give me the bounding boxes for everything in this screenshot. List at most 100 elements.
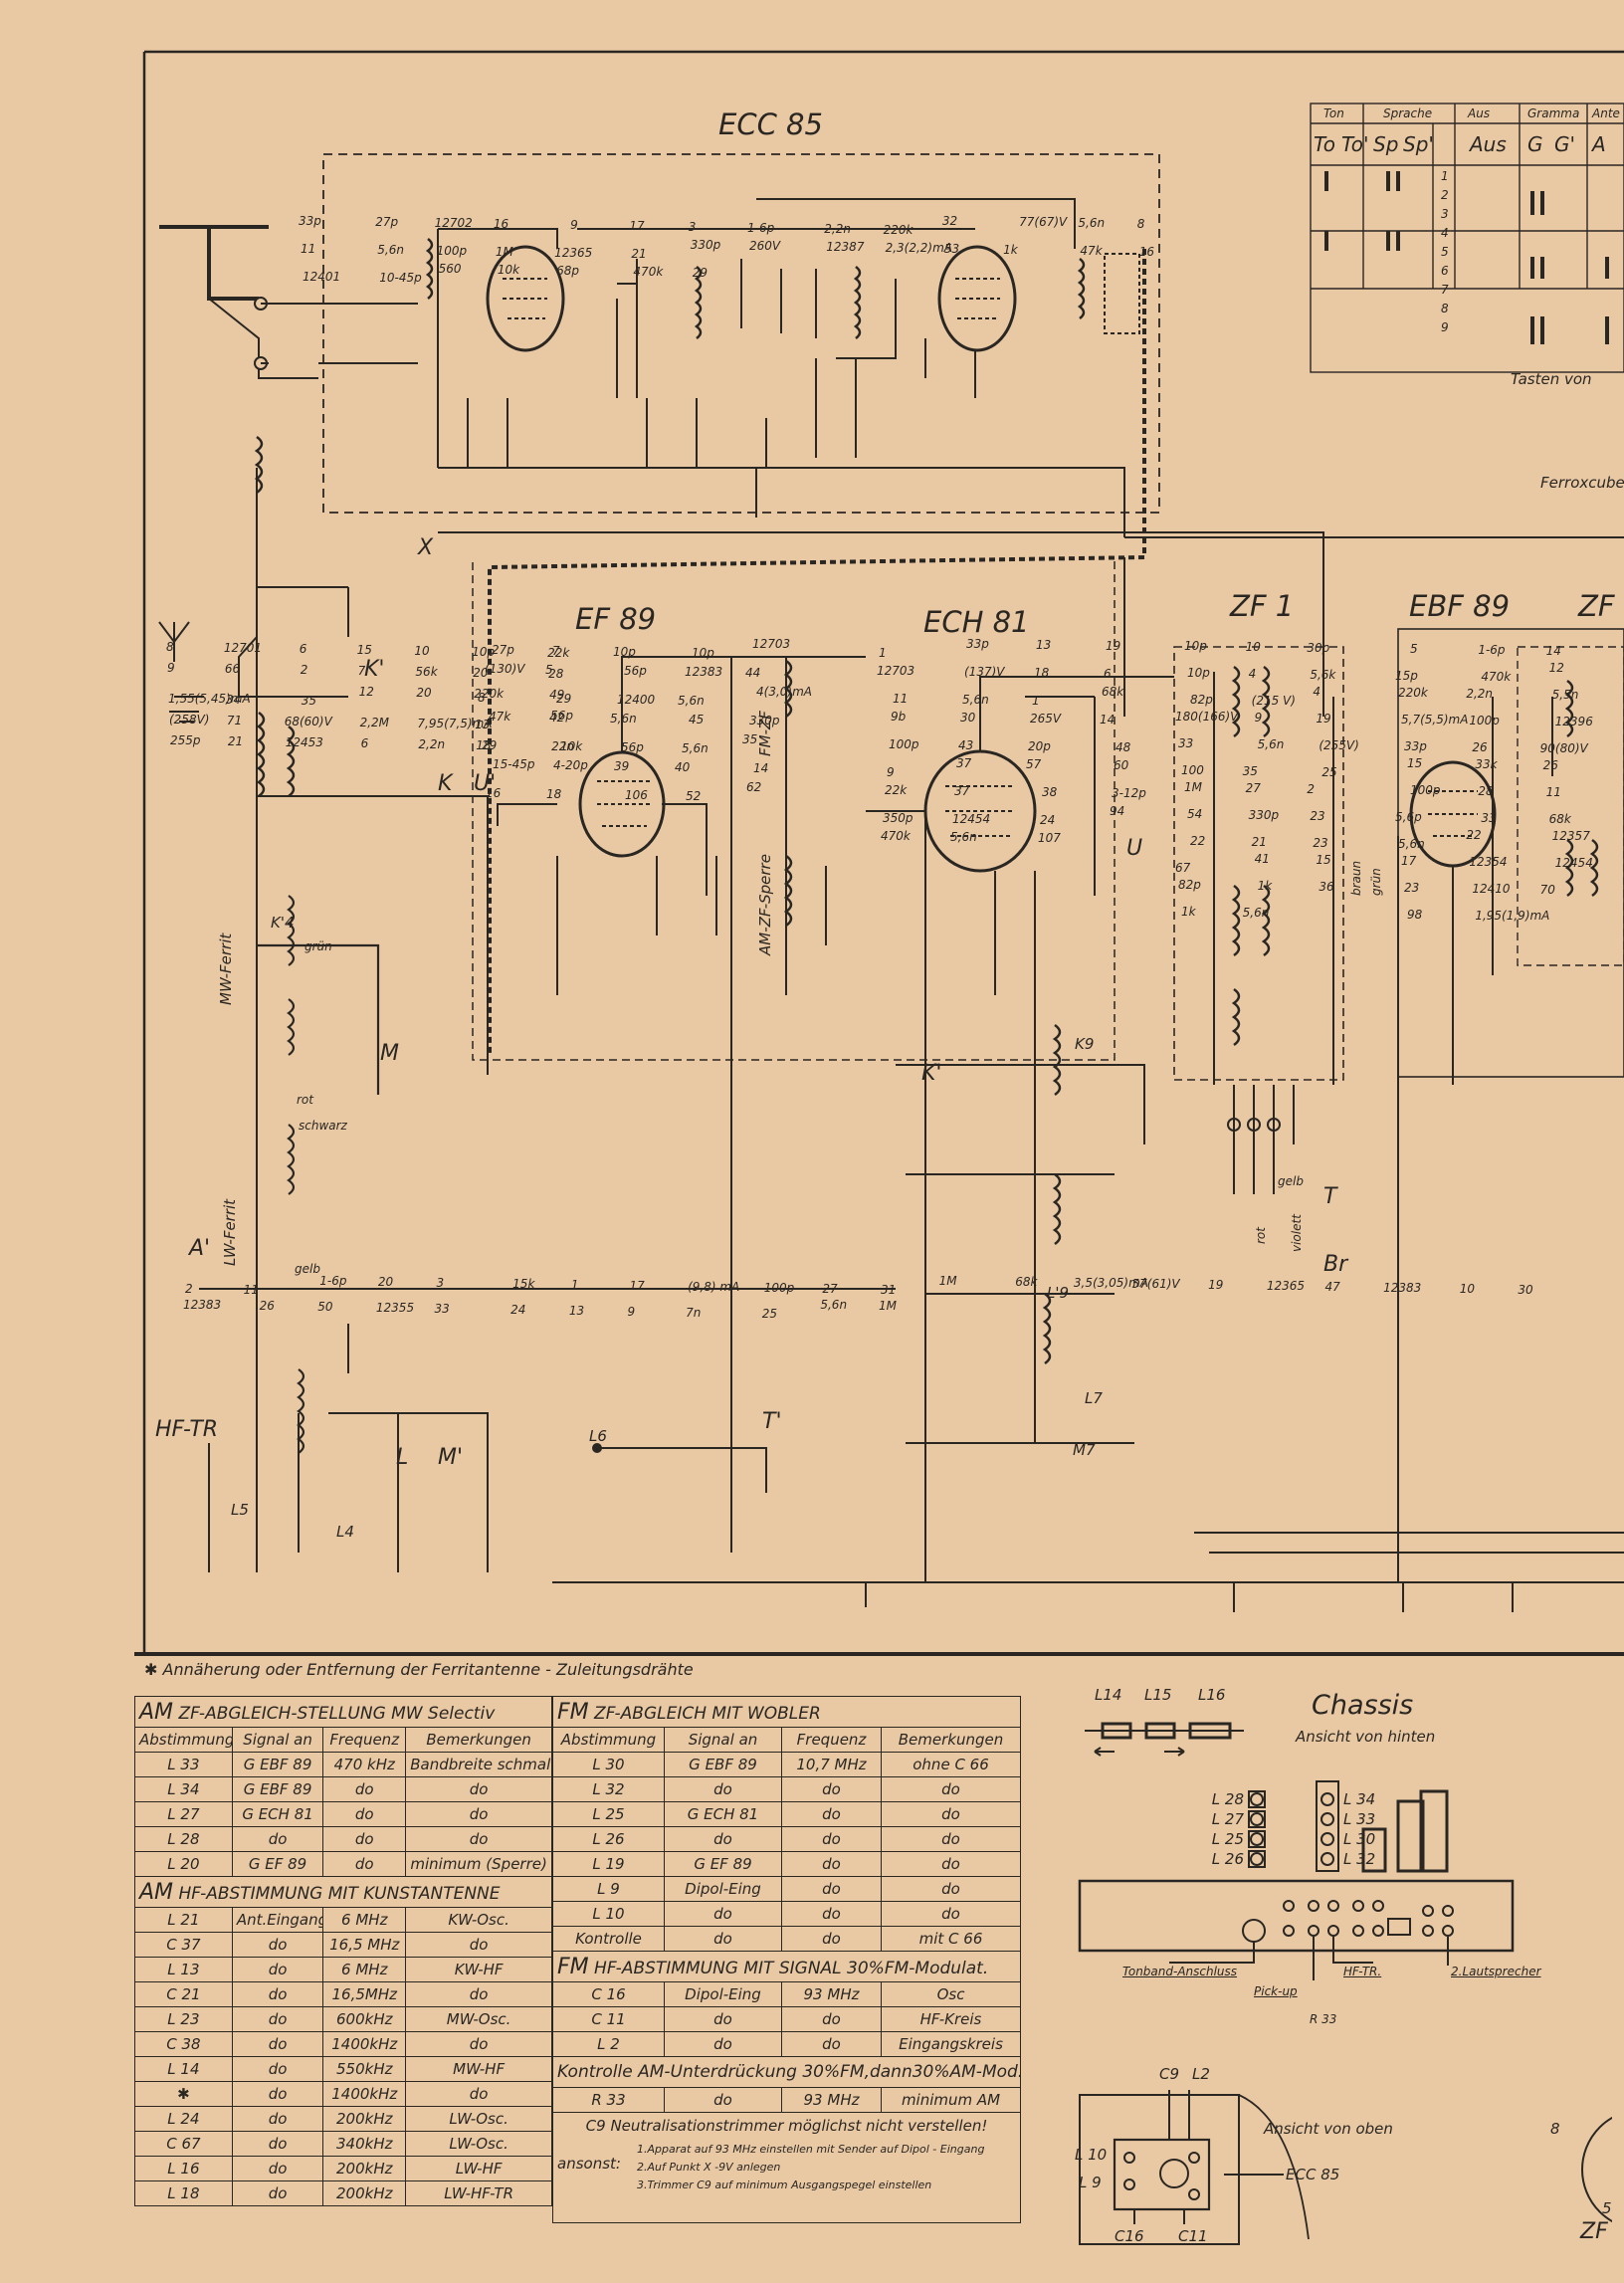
col-abstimmung: Abstimmung [134,1727,233,1753]
component-value: 20 [473,666,489,680]
component-value: 71 [226,714,243,727]
dipole-antenna [159,225,269,301]
component-value: 56k [415,665,438,679]
switch-table-caption: Tasten von [1511,370,1592,388]
kontrolle-cell: 93 MHz [781,2087,882,2113]
fm-zf-cell: do [781,1926,882,1952]
am-hf-cell: do [231,2131,324,2157]
component-value: 3 [436,1276,445,1290]
component-value: 12354 [1469,855,1508,869]
component-value: 1 [1032,694,1040,708]
am-hf-cell: KW-Osc. [405,1907,552,1933]
coil-l32: L 32 [1343,1850,1376,1868]
component-value: 5,6n [1242,906,1270,920]
component-value: 57 [1026,757,1042,771]
ecc85-shield-box [322,153,1160,514]
am-hf-cell: L 14 [134,2056,233,2082]
tube-label-ecc85: ECC 85 [718,107,823,141]
label-l6: L6 [589,1427,607,1445]
component-value: 13 [568,1304,585,1318]
component-value: 350p [883,811,914,825]
component-value: 12355 [375,1301,415,1315]
component-value: 12701 [223,641,263,655]
component-value: 100p [436,244,468,258]
component-value: 33p [299,214,321,228]
component-value: 20 [416,686,432,700]
component-value: 1M [495,245,513,259]
label-l9: L'9 [1047,1284,1070,1302]
am-zf-cell: do [405,1801,552,1827]
label-a-prime: A' [189,1236,211,1261]
component-value: 10p [472,645,496,659]
component-value: 36 [1319,880,1334,894]
component-value: 31 [881,1283,897,1297]
fm-hf-cell: Osc [880,1981,1022,2007]
component-value: 35 [742,732,758,746]
component-value: 15 [356,643,372,657]
component-value: 66 [224,662,241,676]
component-value: 15k [512,1277,535,1291]
chassis-coil-l14: L14 [1095,1686,1122,1704]
am-zf-cell: do [405,1826,552,1852]
component-value: 30 [960,711,976,725]
component-value: 90(80)V [1539,741,1588,755]
component-value: 10p [1184,639,1207,653]
component-value: 30 [1518,1283,1533,1297]
am-hf-cell: 200kHz [322,2156,407,2181]
am-zf-cell: L 33 [134,1752,233,1777]
component-value: 100p [763,1281,795,1295]
component-value: 7,95(7,5)mA [417,717,493,730]
component-value: 8 [478,691,486,705]
coil-l33: L 33 [1343,1810,1376,1828]
component-value: 1M [879,1299,897,1313]
switch-row-number: 6 [1441,264,1449,278]
component-value: 43 [958,738,974,752]
component-value: 39 [614,759,630,773]
component-value: 29 [482,738,498,752]
fm-zf-cell: do [781,1801,882,1827]
switch-group-label: Aus [1468,106,1491,120]
component-value: 14 [1545,644,1561,658]
label-gruen: grün [304,939,332,953]
am-hf-cell: do [405,1981,552,2007]
label-violett: violett [1290,1214,1304,1252]
label-u-prime: U' [474,771,497,796]
component-value: 41 [1254,852,1270,866]
top-ecc85: ECC 85 [1286,2166,1340,2183]
component-value: 13 [1036,638,1052,652]
top-l9: L 9 [1079,2174,1102,2191]
component-value: 5,6n [962,693,989,707]
am-hf-cell: 200kHz [322,2180,407,2206]
socket-tonband: Tonband-Anschluss [1122,1965,1238,1978]
am-hf-cell: MW-HF [405,2056,552,2082]
component-value: 5,6n [950,830,977,844]
component-value: 106 [625,788,648,802]
component-value: 100p [889,737,919,751]
component-value: 12454 [1554,856,1593,870]
fm-kontrolle: Kontrolle AM-Unterdrückung 30%FM,dann30%… [551,2056,1022,2088]
label-l7: L7 [1085,1389,1103,1407]
component-value: 9 [887,765,895,779]
component-value: 9 [570,218,578,232]
tube-label-ebf89: EBF 89 [1409,589,1511,623]
component-value: 12365 [1266,1279,1305,1293]
fm-zf-cell: L 25 [552,1801,665,1827]
am-zf-cell: do [322,1801,407,1827]
am-hf-cell: 1400kHz [322,2081,407,2107]
component-value: 255p [170,733,201,747]
component-value: 98 [1407,908,1423,922]
component-value: 26 [259,1299,275,1313]
am-hf-cell: 340kHz [322,2131,407,2157]
component-value: 22n [551,739,575,753]
component-value: 18 [476,738,492,752]
component-value: 12401 [303,270,341,284]
fm-hf-cell: do [664,2006,782,2032]
component-value: 11 [243,1283,259,1297]
